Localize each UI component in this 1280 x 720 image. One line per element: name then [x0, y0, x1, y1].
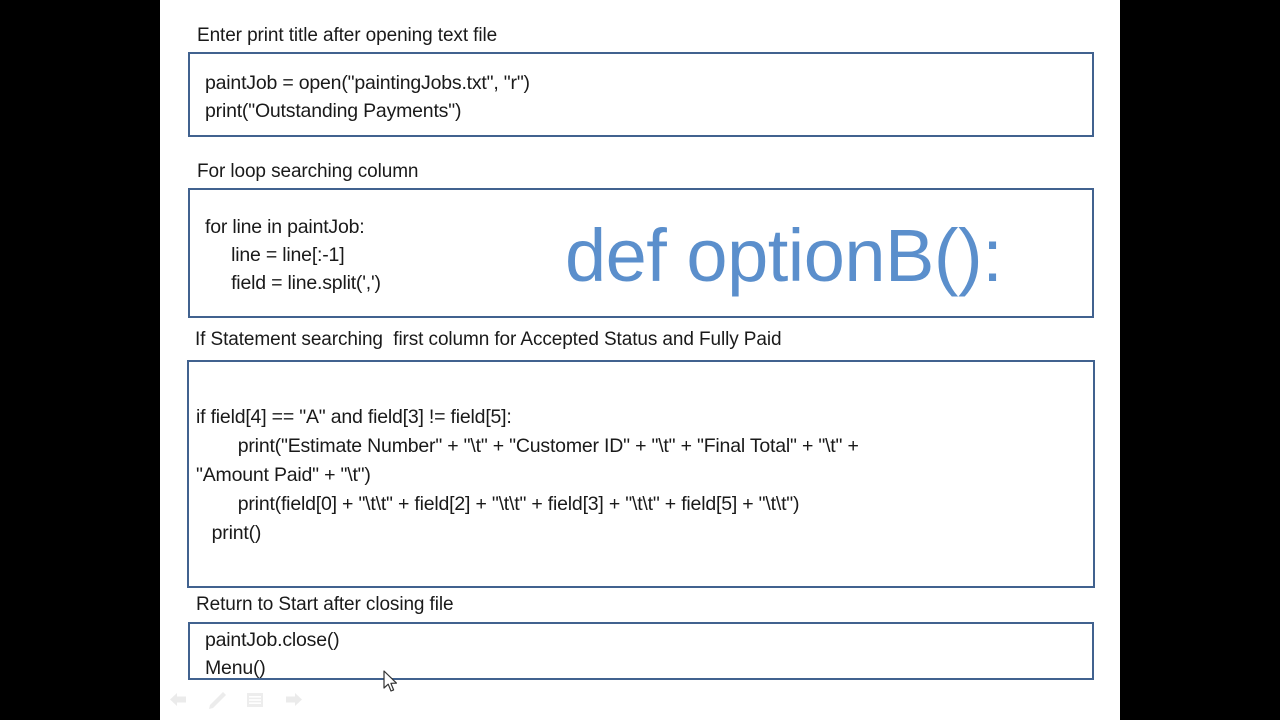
code-box-3: if field[4] == "A" and field[3] != field… [187, 360, 1095, 588]
code-line-2-3: field = line.split(',') [205, 272, 381, 294]
overlay-title-def-optionb: def optionB(): [565, 214, 1003, 297]
slide-content-area: Enter print title after opening text fil… [160, 0, 1120, 720]
code-line-3-2: print("Estimate Number" + "\t" + "Custom… [196, 435, 859, 457]
section-caption-2: For loop searching column [197, 161, 419, 182]
code-line-4-1: paintJob.close() [205, 629, 340, 651]
code-line-1-1: paintJob = open("paintingJobs.txt", "r") [205, 72, 530, 94]
code-line-3-5: print() [196, 522, 262, 544]
code-line-2-1: for line in paintJob: [205, 216, 365, 238]
menu-icon[interactable] [244, 690, 266, 710]
code-line-3-1: if field[4] == "A" and field[3] != field… [196, 406, 512, 428]
section-caption-4: Return to Start after closing file [196, 594, 454, 615]
section-caption-1: Enter print title after opening text fil… [197, 25, 498, 46]
presentation-toolbar[interactable] [168, 690, 304, 710]
code-box-1: paintJob = open("paintingJobs.txt", "r")… [188, 52, 1094, 137]
code-line-2-2: line = line[:-1] [205, 244, 345, 266]
code-line-3-3: "Amount Paid" + "\t") [196, 464, 371, 486]
code-line-4-2: Menu() [205, 657, 266, 679]
forward-arrow-icon[interactable] [282, 690, 304, 710]
code-line-3-4: print(field[0] + "\t\t" + field[2] + "\t… [196, 493, 800, 515]
code-box-2: for line in paintJob: line = line[:-1] f… [188, 188, 1094, 318]
code-line-1-2: print("Outstanding Payments") [205, 100, 462, 122]
code-box-4: paintJob.close() Menu() [188, 622, 1094, 680]
pen-icon[interactable] [206, 690, 228, 710]
section-caption-3: If Statement searching first column for … [195, 329, 782, 350]
back-arrow-icon[interactable] [168, 690, 190, 710]
